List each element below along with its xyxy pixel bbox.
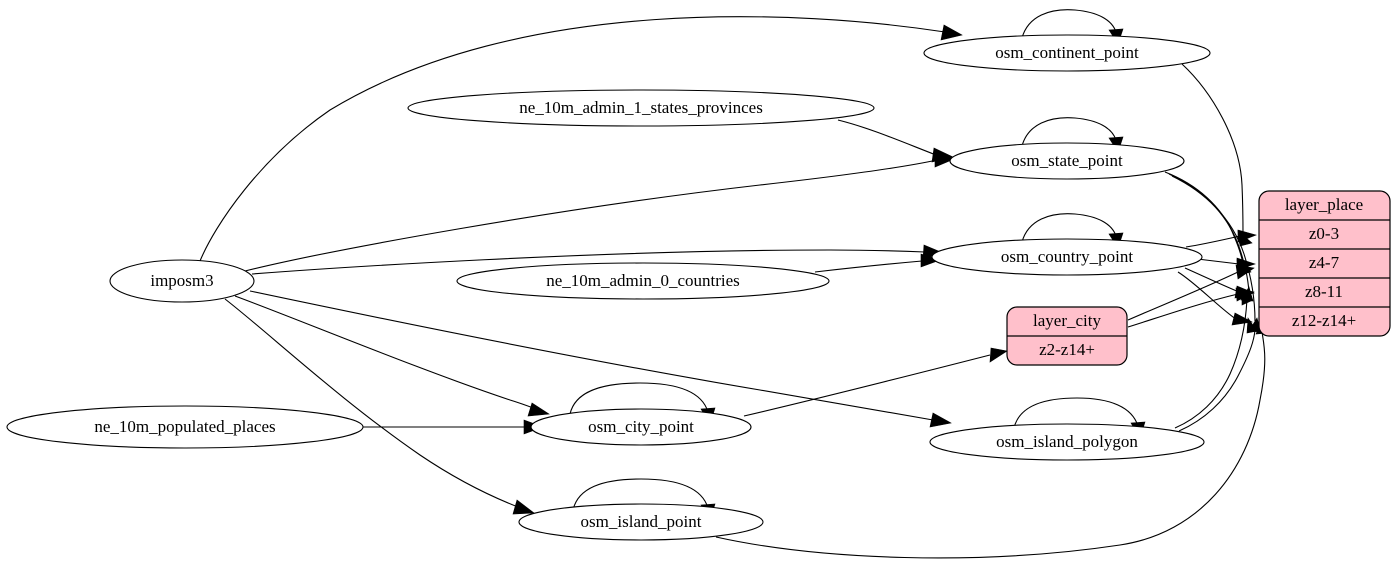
node-osm-city-point[interactable]: osm_city_point — [530, 408, 752, 446]
edge-osm-city-point-to-layer-city-z2-z14 — [743, 347, 1008, 417]
layer-city-header: layer_city — [1033, 311, 1101, 330]
layer-place-row-z4-7[interactable]: z4-7 — [1309, 253, 1340, 272]
edge-osm-continent-point-to-layer-place-z0-3 — [1181, 63, 1253, 247]
edge-osm-island-polygon-to-layer-place-z12-z14 — [1178, 317, 1262, 432]
layer-city-row-z2-z14[interactable]: z2-z14+ — [1039, 340, 1095, 359]
edge-osm-country-point-to-layer-place-z12-z14 — [1177, 271, 1253, 326]
edge-imposm3-to-osm-state-point — [244, 152, 955, 272]
node-osm-island-polygon[interactable]: osm_island_polygon — [929, 423, 1205, 461]
node-osm-island-point[interactable]: osm_island_point — [518, 503, 764, 541]
edge-ne-populated-places-to-osm-city-point — [363, 419, 544, 435]
node-osm-state-point[interactable]: osm_state_point — [949, 142, 1185, 180]
edge-osm-island-polygon-to-layer-place-z8-11 — [1174, 286, 1254, 429]
edge-imposm3-to-osm-island-polygon — [249, 290, 952, 428]
node-label-ne-10m-admin-1-states-provinces: ne_10m_admin_1_states_provinces — [519, 98, 763, 117]
node-ne-10m-admin-1-states-provinces[interactable]: ne_10m_admin_1_states_provinces — [407, 89, 875, 127]
node-layer-city[interactable]: layer_city z2-z14+ — [1006, 306, 1128, 366]
node-ne-10m-populated-places[interactable]: ne_10m_populated_places — [6, 405, 364, 449]
layer-place-row-z12-z14[interactable]: z12-z14+ — [1292, 311, 1356, 330]
node-label-osm-city-point: osm_city_point — [588, 417, 694, 436]
node-label-osm-island-point: osm_island_point — [581, 512, 702, 531]
node-osm-continent-point[interactable]: osm_continent_point — [923, 34, 1211, 72]
node-label-osm-state-point: osm_state_point — [1011, 151, 1123, 170]
edge-imposm3-to-osm-island-point — [224, 298, 535, 515]
layer-place-row-z0-3[interactable]: z0-3 — [1309, 224, 1339, 243]
edge-imposm3-to-osm-city-point — [234, 295, 550, 417]
node-label-ne-10m-populated-places: ne_10m_populated_places — [94, 417, 275, 436]
node-imposm3[interactable]: imposm3 — [109, 259, 255, 303]
node-label-osm-continent-point: osm_continent_point — [995, 43, 1139, 62]
node-label-imposm3: imposm3 — [150, 271, 213, 290]
edge-layer-city-to-layer-place-z4-7 — [1127, 264, 1255, 321]
edge-ne-states-provinces-to-osm-state-point — [837, 119, 954, 163]
node-layer-place[interactable]: layer_place z0-3 z4-7 z8-11 z12-z14+ — [1258, 190, 1391, 337]
node-osm-country-point[interactable]: osm_country_point — [931, 238, 1203, 276]
node-label-osm-country-point: osm_country_point — [1001, 247, 1133, 266]
layer-place-header: layer_place — [1285, 195, 1363, 214]
layer-place-row-z8-11[interactable]: z8-11 — [1305, 282, 1343, 301]
nodes-layer: osm_continent_point ne_10m_admin_1_state… — [6, 34, 1391, 541]
edge-imposm3-to-osm-continent-point — [199, 16, 963, 262]
edge-osm-country-point-to-layer-place-z0-3 — [1185, 229, 1257, 248]
edge-ne-admin-0-countries-to-osm-country-point — [814, 253, 941, 273]
node-ne-10m-admin-0-countries[interactable]: ne_10m_admin_0_countries — [456, 262, 830, 300]
node-label-ne-10m-admin-0-countries: ne_10m_admin_0_countries — [546, 271, 740, 290]
node-label-osm-island-polygon: osm_island_polygon — [996, 432, 1138, 451]
